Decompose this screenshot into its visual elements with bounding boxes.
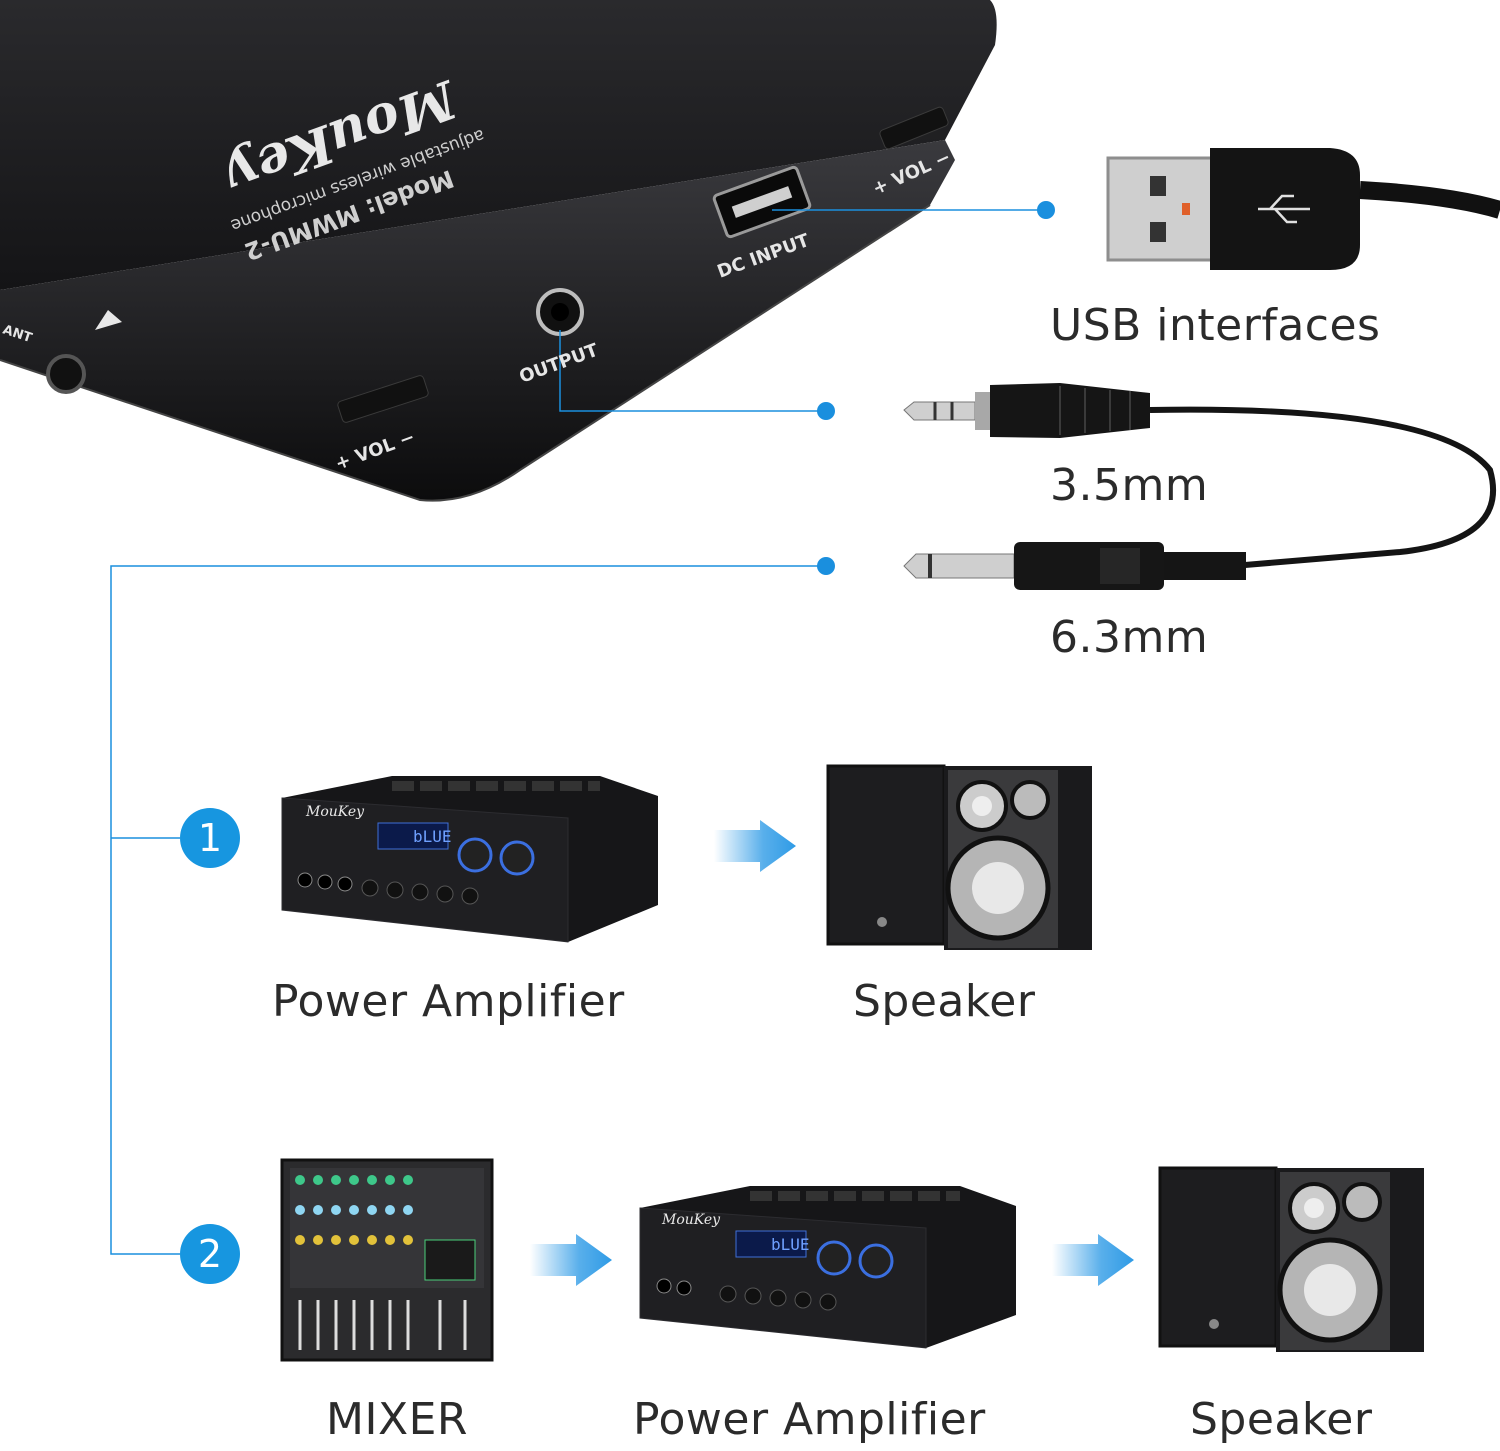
jack-small-label: 3.5mm	[1050, 460, 1209, 511]
setup2-mixer-label: MIXER	[326, 1394, 468, 1445]
volume-wheel-left	[337, 375, 429, 423]
dc-input-port	[712, 165, 812, 239]
power-amplifier-graphic-1	[281, 776, 658, 943]
usb-leader-dot	[1037, 201, 1055, 219]
setup-badge-1: 1	[180, 808, 240, 868]
volume-wheel-right	[879, 106, 949, 150]
setup1-speaker-label: Speaker	[853, 976, 1036, 1027]
power-amplifier-graphic-2	[639, 1186, 1016, 1349]
jack-large-leader-dot	[817, 557, 835, 575]
amp1-display: bLUE	[413, 827, 452, 846]
mixer-graphic	[280, 1158, 494, 1362]
triangle-marker-icon	[95, 310, 122, 330]
jack-large-label: 6.3mm	[1050, 612, 1209, 663]
antenna-jack	[46, 354, 86, 394]
arrow-icon	[530, 1234, 612, 1286]
usb-plug-graphic	[1106, 148, 1500, 270]
amp2-display: bLUE	[771, 1235, 810, 1254]
arrow-icon	[714, 820, 796, 872]
setup1-power-amplifier-label: Power Amplifier	[272, 976, 625, 1027]
usb-symbol-icon	[1258, 194, 1310, 224]
amp1-brand: MouKey	[305, 804, 365, 820]
setup2-power-amplifier-label: Power Amplifier	[633, 1394, 986, 1445]
jack-small-leader-dot	[817, 402, 835, 420]
setup-badge-2: 2	[180, 1224, 240, 1284]
audio-cable-graphic	[903, 383, 1497, 590]
arrow-icon	[1052, 1234, 1134, 1286]
usb-interfaces-label: USB interfaces	[1050, 300, 1381, 351]
trunk-leader-line	[110, 565, 826, 1255]
speaker-graphic-1	[826, 764, 1092, 950]
speaker-graphic-2	[1158, 1166, 1424, 1352]
amp2-brand: MouKey	[661, 1212, 721, 1228]
output-jack	[536, 288, 584, 336]
setup2-speaker-label: Speaker	[1190, 1394, 1373, 1445]
output-leader-line	[559, 330, 826, 412]
